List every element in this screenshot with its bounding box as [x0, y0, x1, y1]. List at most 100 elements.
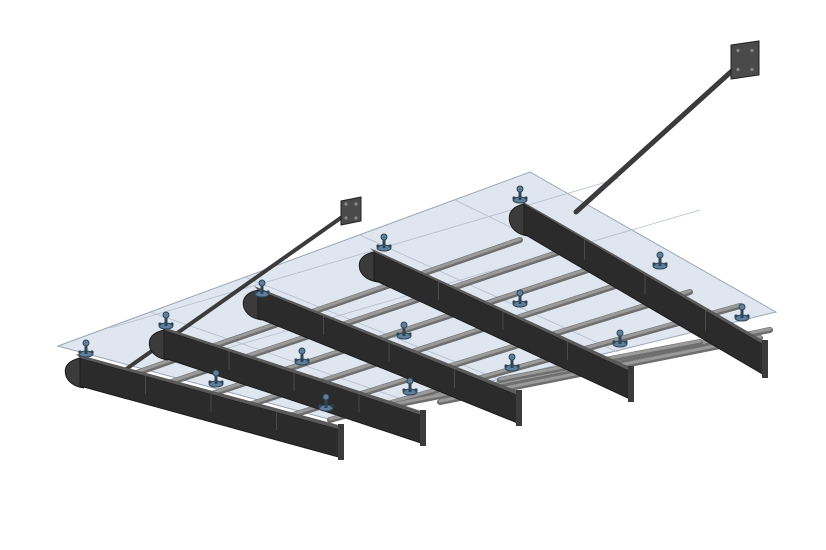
fitting-stem [382, 238, 386, 248]
fitting-head [656, 251, 664, 259]
fitting-bolt [90, 350, 94, 354]
fitting-bolt [664, 262, 668, 266]
beam-1 [64, 354, 344, 460]
fitting-bolt [524, 196, 528, 200]
fitting-stem [164, 316, 168, 326]
glass-seam [109, 177, 621, 329]
beam-4 [358, 248, 634, 402]
fitting-bolt [388, 244, 392, 248]
spider-fitting-icon [396, 321, 412, 340]
fitting-bolt [78, 350, 82, 354]
fitting-head [82, 339, 90, 347]
spider-fitting-icon [254, 279, 270, 298]
spider-fitting-icon [512, 185, 528, 204]
fitting-bolt [512, 300, 516, 304]
fitting-bolt [512, 196, 516, 200]
beam-end-cap [762, 340, 768, 378]
glass-seam [149, 311, 411, 403]
fitting-bolt [524, 300, 528, 304]
wall-plate-face [730, 40, 760, 80]
fitting-head [406, 377, 414, 385]
fitting-bolt [170, 322, 174, 326]
beam-flange [520, 200, 766, 346]
fitting-stem [618, 334, 622, 344]
spider-fitting-icon [376, 233, 392, 252]
fitting-stem [402, 326, 406, 336]
wall-plate-face [340, 196, 362, 226]
beam-flange [370, 248, 632, 372]
fitting-bolt [306, 358, 310, 362]
fitting-stem [518, 190, 522, 200]
fitting-bolt [402, 388, 406, 392]
plate-bolt [354, 202, 358, 206]
spider-fitting-icon [612, 329, 628, 348]
fitting-stem [408, 382, 412, 392]
fitting-head [508, 353, 516, 361]
fitting-head [400, 321, 408, 329]
fitting-stem [84, 344, 88, 354]
plate-bolt [736, 67, 740, 72]
beam-end-cap [628, 366, 634, 402]
fitting-stem [300, 352, 304, 362]
beam-end [148, 329, 169, 361]
fitting-bolt [612, 340, 616, 344]
fitting-bolt [330, 404, 334, 408]
spider-fittings [78, 185, 750, 412]
beam-end-cap [420, 410, 426, 446]
beam-end [358, 251, 379, 283]
fitting-head [162, 311, 170, 319]
beam-5 [508, 200, 768, 378]
fitting-bolt [624, 340, 628, 344]
beam-flange [76, 354, 342, 430]
fitting-head [380, 233, 388, 241]
spider-fitting-icon [402, 377, 418, 396]
fitting-bolt [396, 332, 400, 336]
beam-flange [254, 286, 520, 396]
spider-fitting-icon [158, 311, 174, 330]
fitting-bolt [254, 290, 258, 294]
fitting-bolt [516, 364, 520, 368]
fitting-bolt [414, 388, 418, 392]
fitting-stem [214, 374, 218, 384]
fitting-bolt [208, 380, 212, 384]
fitting-head [516, 185, 524, 193]
beam-end [508, 203, 529, 237]
plate-bolt [736, 48, 740, 53]
fitting-bolt [158, 322, 162, 326]
wall-plate-icon [340, 196, 362, 226]
plate-bolt [750, 67, 754, 72]
beam-end [64, 357, 85, 389]
beam-end [242, 289, 263, 321]
fitting-head [616, 329, 624, 337]
fitting-head [516, 289, 524, 297]
beam-3 [242, 286, 522, 426]
fitting-bolt [266, 290, 270, 294]
fitting-head [298, 347, 306, 355]
beam-end-cap [516, 390, 522, 426]
fitting-head [738, 303, 746, 311]
plate-bolt [344, 202, 348, 206]
fitting-bolt [734, 314, 738, 318]
plate-bolt [354, 216, 358, 220]
fitting-bolt [408, 332, 412, 336]
fitting-head [258, 279, 266, 287]
fitting-bolt [504, 364, 508, 368]
spider-fitting-icon [512, 289, 528, 308]
fitting-head [322, 393, 330, 401]
spider-fitting-icon [208, 369, 224, 388]
plate-bolt [344, 216, 348, 220]
fitting-bolt [220, 380, 224, 384]
wall-plate-icon [730, 40, 760, 80]
fitting-stem [324, 398, 328, 408]
beam-2 [148, 326, 426, 446]
fitting-bolt [746, 314, 750, 318]
spider-fitting-icon [504, 353, 520, 372]
glass-seam [359, 234, 619, 353]
fitting-bolt [318, 404, 322, 408]
beam-end-cap [338, 424, 344, 460]
spider-fitting-icon [318, 393, 334, 412]
spider-fitting-icon [652, 251, 668, 270]
fitting-stem [260, 284, 264, 294]
beam-flange [160, 326, 424, 416]
